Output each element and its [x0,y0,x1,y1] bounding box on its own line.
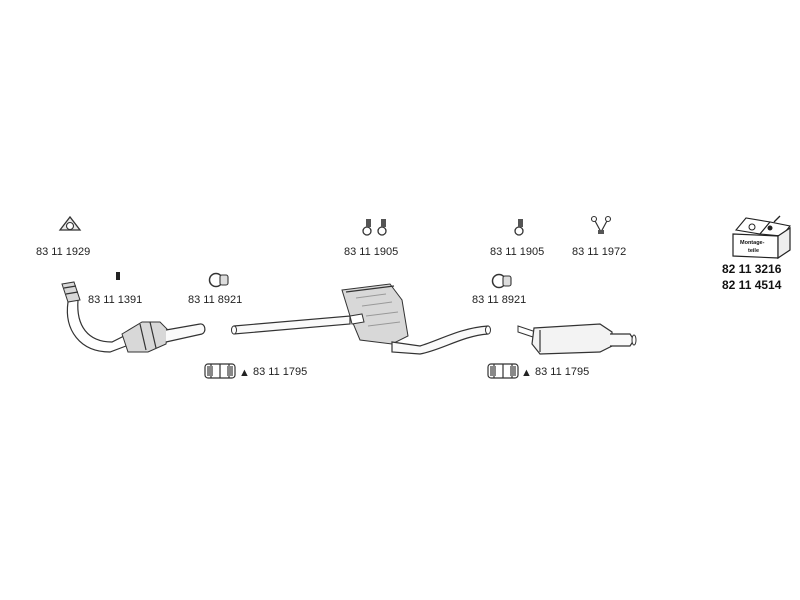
hanger-single-icon [514,219,524,236]
rear-silencer [517,323,637,355]
gasket-front-icon [58,215,82,231]
kit-box-label-line1: Montage- [740,240,765,246]
part-number-clamp-rear: 83 11 8921 [472,294,526,306]
sleeve-rear-icon [487,363,519,379]
hanger-v-icon [590,215,612,234]
front-pipe-catalyst [61,281,206,353]
part-number-rubber-mount: 83 11 1391 [88,294,142,306]
part-number-clamp-front: 83 11 8921 [188,294,242,306]
part-number-gasket-front: 83 11 1929 [36,246,90,258]
rubber-mount-icon [116,272,120,280]
kit-number-2: 82 11 4514 [722,278,782,292]
part-number-hanger-pair: 83 11 1905 [344,246,398,258]
warning-triangle-rear: ▲ [521,367,532,379]
part-number-hanger-single: 83 11 1905 [490,246,544,258]
front-silencer [341,283,491,355]
clamp-rear-icon [491,273,512,289]
hanger-pair-icon [362,219,387,236]
kit-box-label-line2: teile [748,248,759,254]
part-number-sleeve-rear: 83 11 1795 [535,366,589,378]
part-number-sleeve-front: 83 11 1795 [253,366,307,378]
part-number-hanger-v: 83 11 1972 [572,246,626,258]
warning-triangle-front: ▲ [239,367,250,379]
clamp-front-icon [208,272,229,288]
kit-number-1: 82 11 3216 [722,262,782,276]
mounting-kit-box-icon: Montage- teile [732,215,791,260]
sleeve-front-icon [204,363,236,379]
middle-pipe [231,315,351,335]
